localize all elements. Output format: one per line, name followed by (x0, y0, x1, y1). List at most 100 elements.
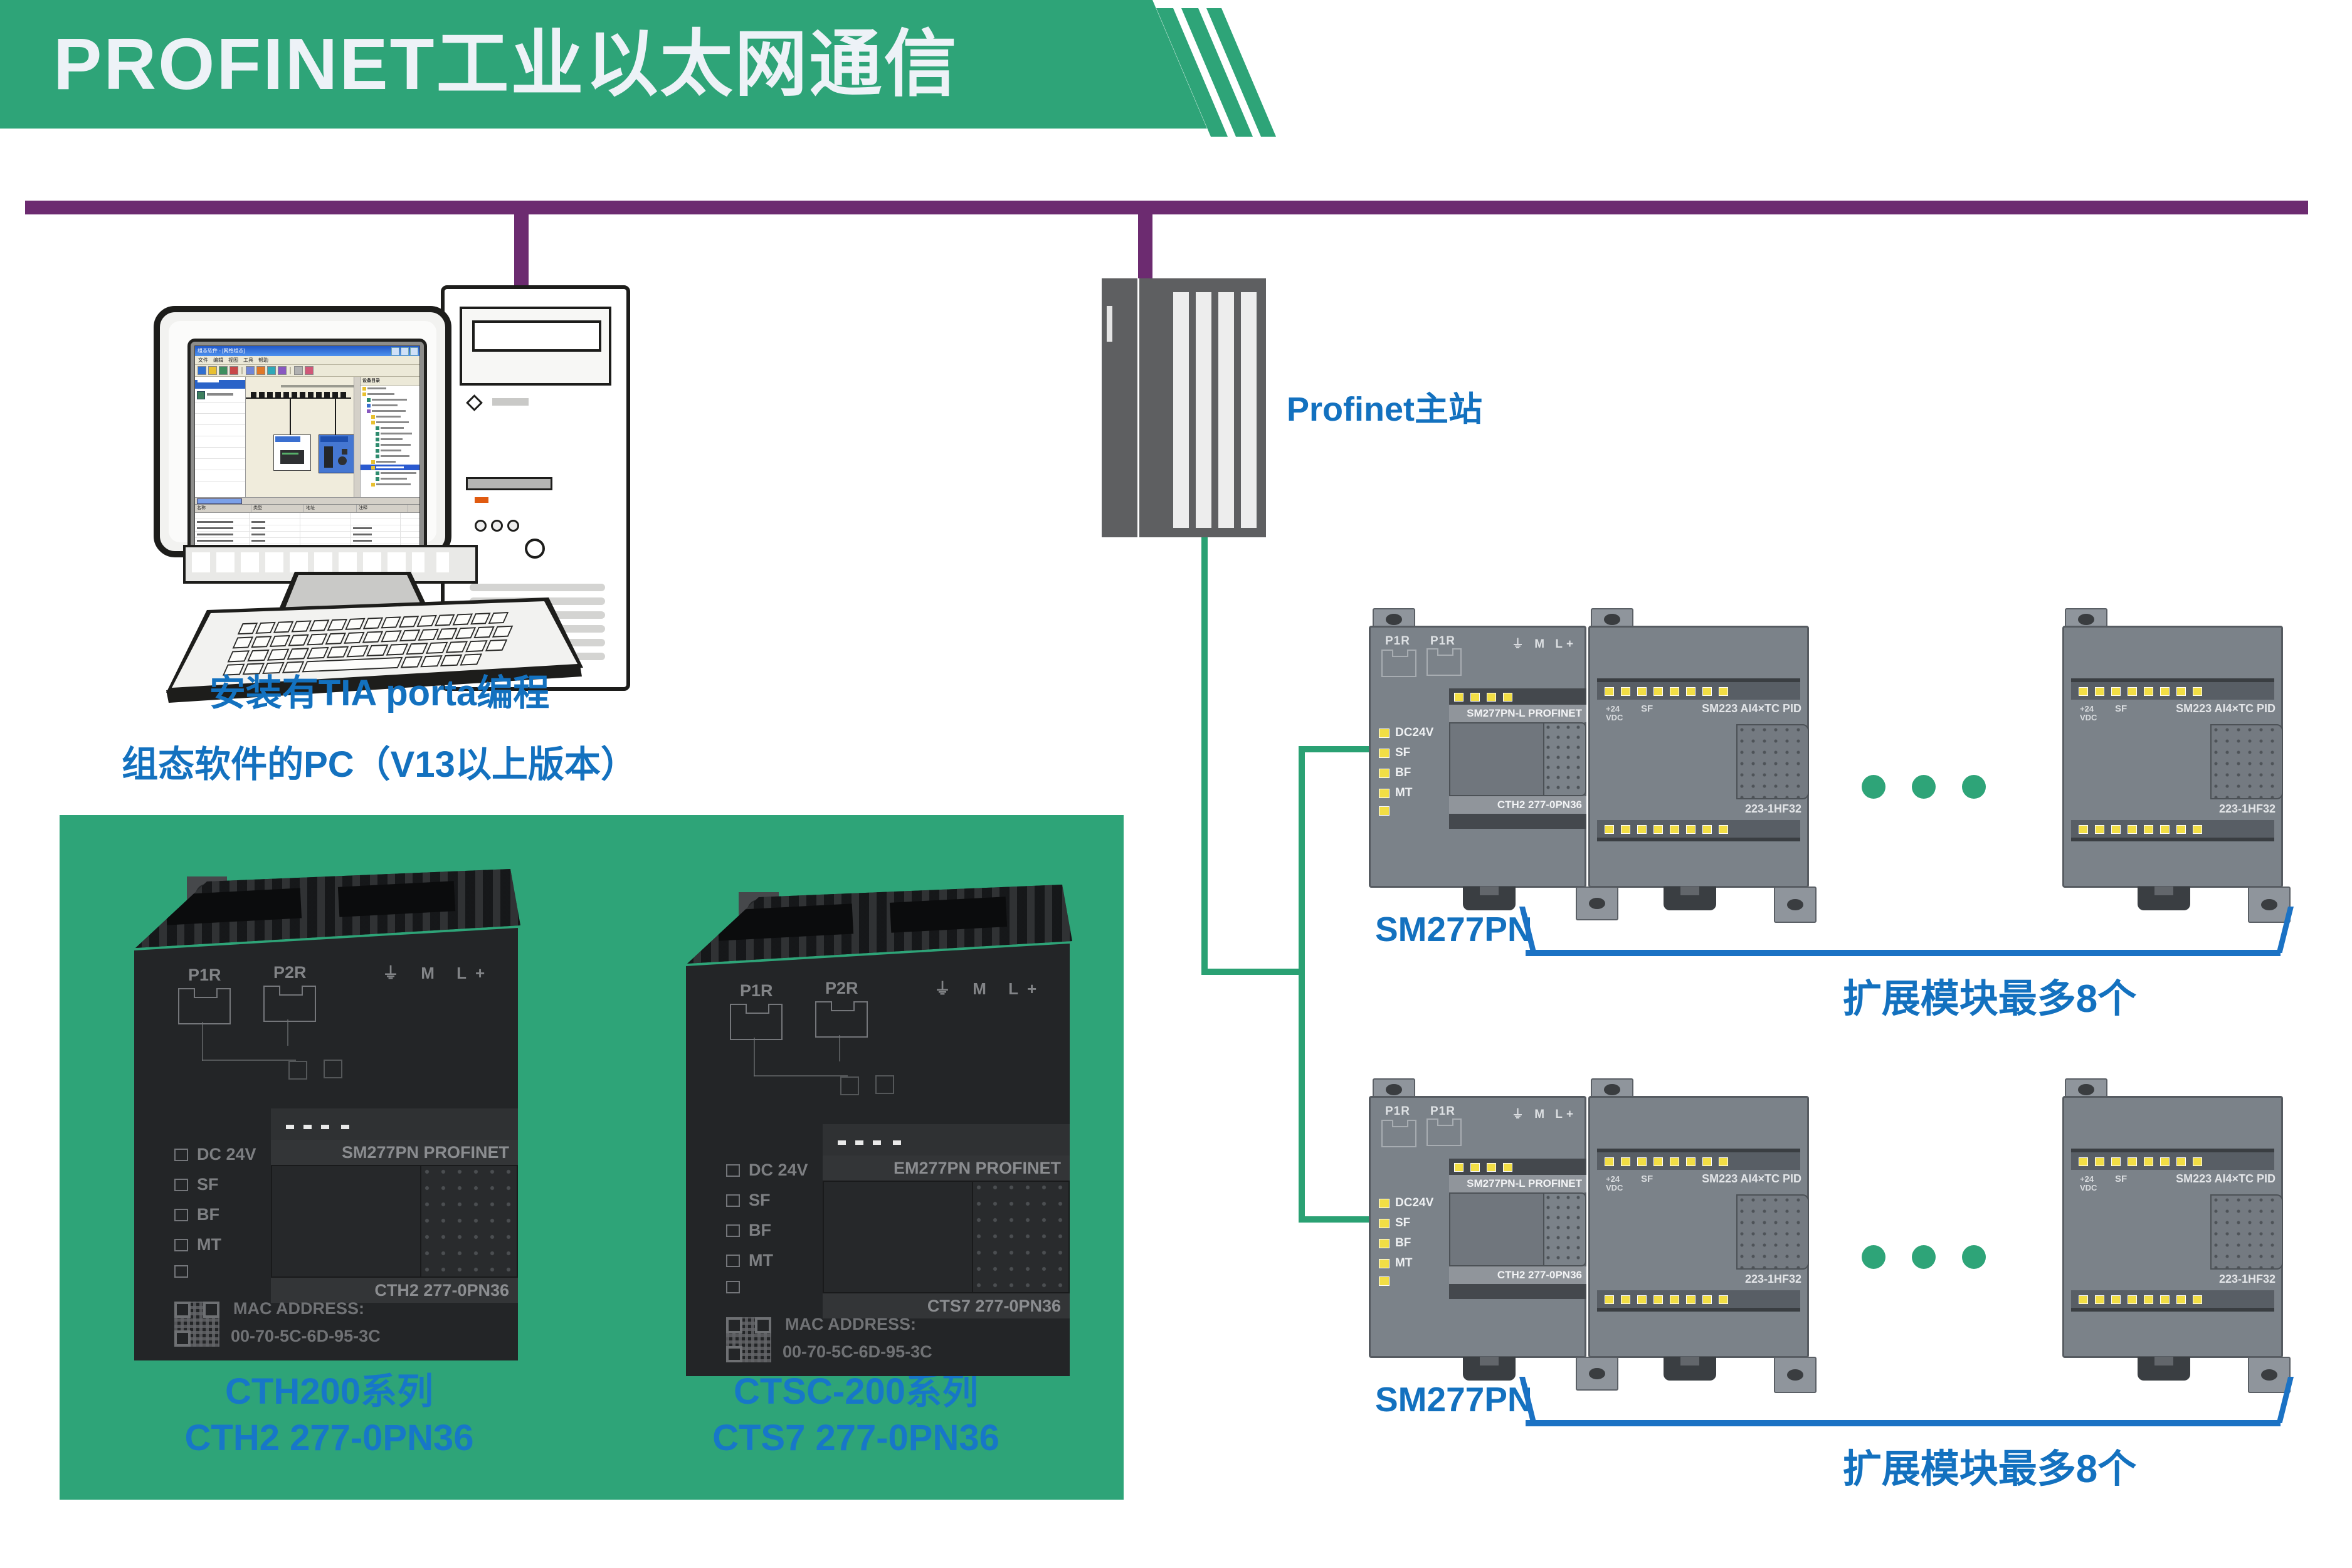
grid-line (195, 447, 245, 448)
catalog-tree-row (361, 397, 419, 403)
slave-station-row: P1R P1R ⏚ M L+ DC24V SF BF MT SM277PN-L … (1369, 608, 2297, 1034)
port-label: P1R (740, 981, 773, 1000)
station-label: SM277PN (1375, 1380, 1532, 1419)
led-indicator (1621, 687, 1630, 696)
led-indicator (2144, 825, 2153, 834)
catalog-tree-row (361, 470, 419, 476)
led-indicator (1719, 1295, 1728, 1304)
led-indicator (2193, 825, 2202, 834)
master-slot (1218, 292, 1234, 528)
rj45-port-icon (1381, 1120, 1416, 1147)
catalog-tree-row (361, 448, 419, 453)
module-door (1449, 722, 1544, 796)
led-indicator (2193, 1295, 2202, 1304)
keyboard-key (492, 625, 514, 638)
vent-square (192, 552, 210, 572)
cell-text (353, 540, 372, 542)
status-led: DC24V (1379, 726, 1433, 740)
led-indicator (1605, 687, 1614, 696)
connector-outline (840, 1076, 859, 1095)
keyboard-key (325, 633, 347, 645)
led-indicator (1670, 1157, 1679, 1166)
keyboard-key (273, 621, 294, 633)
led-indicator (1653, 1157, 1663, 1166)
keyboard-key (247, 649, 270, 662)
rj45-port-icon (1426, 648, 1462, 676)
status-led: DC 24V (174, 1145, 256, 1164)
table-header-cell: 地址 (304, 505, 357, 512)
vent-square (314, 552, 332, 572)
wire-master-down (1201, 536, 1208, 975)
module-name: SM223 AI4×TC PID (1702, 702, 1801, 715)
module-door (1736, 724, 1809, 799)
tree-node-icon (376, 426, 379, 430)
port-label: P1R (188, 966, 221, 984)
led-indicator (2144, 687, 2153, 696)
din-clip (1664, 887, 1716, 910)
rj45-port-icon (1426, 1118, 1462, 1146)
keyboard-key (406, 643, 428, 655)
grid-line (195, 413, 245, 414)
grid-line (195, 458, 245, 459)
table-header-cell: 类型 (251, 505, 304, 512)
led-indicator (2128, 687, 2137, 696)
rj45-port-icon (730, 1004, 783, 1040)
cell-text (197, 540, 233, 542)
product-photo: P1R P2R ⏚ M L+ DC 24V SF BF MT SM277PN P… (132, 865, 520, 1360)
tower-badge (492, 398, 529, 406)
cassette-top (823, 1124, 1070, 1157)
cell-text (197, 534, 233, 535)
led-strip-bottom (2071, 1290, 2274, 1308)
module-door (1736, 1194, 1809, 1270)
product-model-band: CTS7 277-0PN36 (823, 1293, 1070, 1318)
led-indicator (2111, 1157, 2121, 1166)
power-marks: ⏚ M L+ (382, 964, 494, 982)
keyboard-key (398, 616, 419, 628)
toolbar-icon (267, 366, 276, 375)
led-indicator (2160, 825, 2170, 834)
led-indicator (2095, 687, 2104, 696)
module-door-hinge (421, 1165, 518, 1278)
tree-node-icon (371, 465, 375, 470)
led-indicator (1621, 1295, 1630, 1304)
menu-item: 工具 (243, 357, 253, 363)
master-label: Profinet主站 (1287, 391, 1483, 428)
table-row (195, 525, 419, 532)
led-indicator (2079, 687, 2088, 696)
led-indicator (1637, 687, 1647, 696)
status-led (174, 1265, 188, 1278)
module-door (823, 1181, 973, 1293)
led-indicator (1686, 1295, 1695, 1304)
status-led: MT (174, 1235, 221, 1255)
led-indicator (1670, 825, 1679, 834)
keyboard-key (381, 616, 401, 629)
tree-node-icon (371, 482, 375, 487)
keyboard-key (381, 630, 402, 643)
toolbar-icon (246, 366, 255, 375)
led-indicator (2160, 1295, 2170, 1304)
led-strip-top (1597, 1152, 1800, 1170)
keyboard-key (291, 620, 312, 633)
monitor-screen: 组态软件 - [网络组态] 文件编辑视图工具帮助 (187, 339, 427, 563)
keyboard-key (470, 613, 491, 625)
keyboard-key (416, 614, 437, 627)
catalog-tree-row (361, 442, 419, 448)
window-buttons (391, 347, 418, 355)
toolbar-icon (219, 366, 228, 375)
tower-button (491, 520, 503, 532)
grid-line (195, 402, 245, 403)
terminal-rail (2071, 1149, 2274, 1152)
led-strip-top (2071, 1152, 2274, 1170)
mac-address-label: MAC ADDRESS: (233, 1299, 364, 1318)
vertical-scrollbar (354, 377, 360, 497)
wire-horizontal (1201, 969, 1305, 975)
led-indicator (1702, 687, 1712, 696)
station-icon (197, 391, 205, 399)
ellipsis-dots (1862, 775, 1986, 799)
tree-node-icon (376, 431, 379, 436)
top-opening (889, 897, 1008, 933)
catalog-tree-row (361, 403, 419, 408)
mounting-tab (2248, 1357, 2291, 1393)
led-indicator (1702, 1295, 1712, 1304)
